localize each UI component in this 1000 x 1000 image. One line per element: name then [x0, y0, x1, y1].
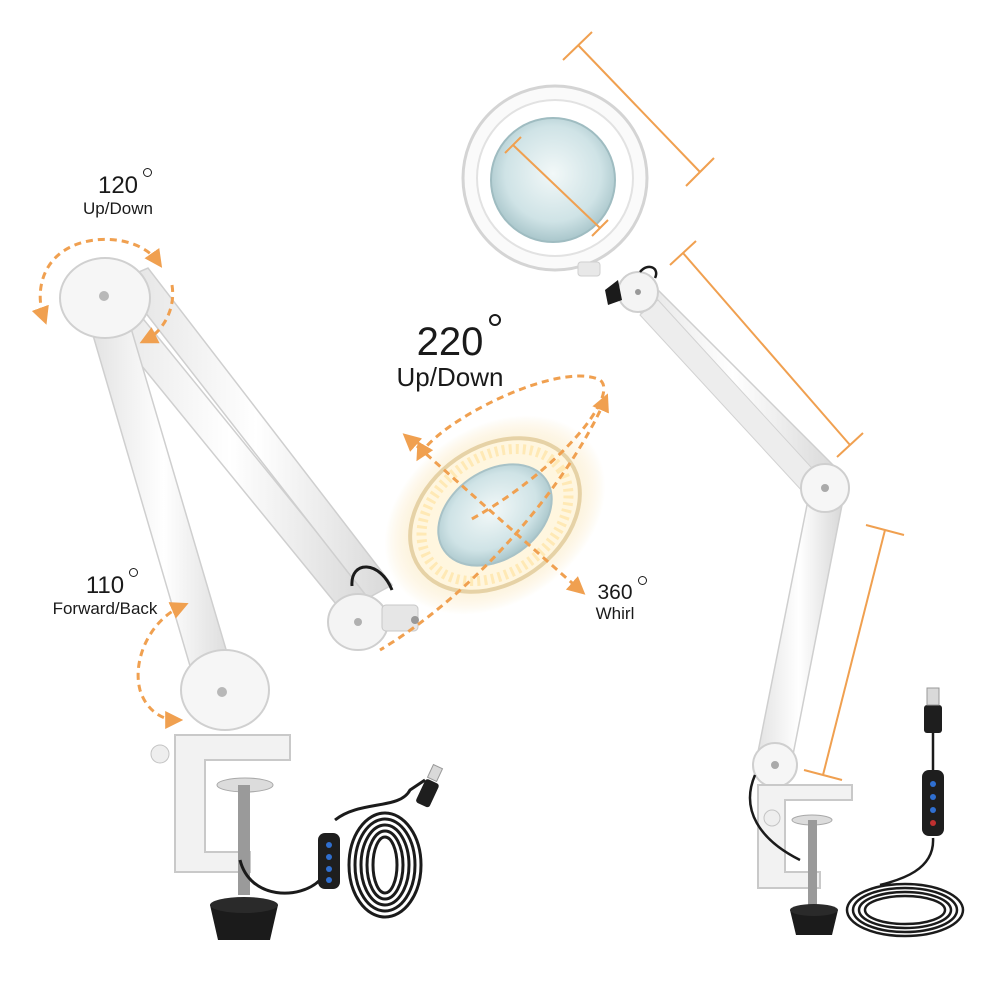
left-head-joint	[327, 593, 419, 651]
right-usb-plug	[924, 687, 942, 733]
right-lower-arm	[755, 499, 843, 771]
angle-label-360: 360 Whirl	[580, 576, 650, 623]
left-base-joint	[180, 649, 270, 731]
left-usb-plug	[416, 763, 444, 808]
right-cable	[748, 730, 965, 938]
dimension-lower-arm	[803, 524, 905, 781]
right-head-joint	[605, 265, 659, 313]
right-clamp	[757, 784, 853, 935]
angle-120-value: 120	[97, 172, 139, 199]
arrow-360-whirl	[402, 433, 586, 595]
angle-220-value: 220	[416, 320, 484, 364]
angle-360-value: 360	[597, 581, 633, 604]
right-cable-coil	[845, 882, 965, 938]
angle-label-110: 110 Forward/Back	[40, 568, 170, 618]
left-cable	[238, 778, 426, 919]
right-base-joint	[752, 742, 798, 788]
left-cable-coil	[347, 811, 423, 919]
angle-110-motion: Forward/Back	[52, 599, 158, 618]
angle-label-120: 120 Up/Down	[68, 168, 168, 218]
left-clamp	[150, 734, 291, 940]
dimension-upper-arm	[669, 240, 864, 458]
dimension-lens-diameter	[504, 136, 609, 237]
angle-120-motion: Up/Down	[83, 199, 153, 218]
degree-icon	[143, 168, 153, 177]
degree-icon	[129, 568, 139, 577]
angle-label-220: 220 Up/Down	[375, 314, 525, 392]
left-top-joint	[59, 257, 151, 339]
arrow-120-rotation	[31, 237, 163, 325]
dimension-head-diameter	[562, 31, 715, 187]
right-lamp	[461, 84, 965, 938]
angle-110-value: 110	[85, 572, 125, 599]
arrow-110-rotation	[136, 602, 189, 729]
left-head-cable	[350, 565, 394, 591]
angle-360-motion: Whirl	[595, 604, 635, 623]
motion-arrows	[31, 237, 609, 729]
left-dimmer-control	[318, 833, 340, 889]
degree-icon	[489, 314, 502, 326]
right-lamp-head	[461, 84, 649, 277]
angle-220-motion: Up/Down	[396, 362, 504, 392]
degree-icon	[637, 576, 647, 585]
right-dimmer-control	[922, 770, 944, 836]
right-elbow-joint	[800, 463, 850, 513]
dimension-lines	[504, 31, 905, 781]
